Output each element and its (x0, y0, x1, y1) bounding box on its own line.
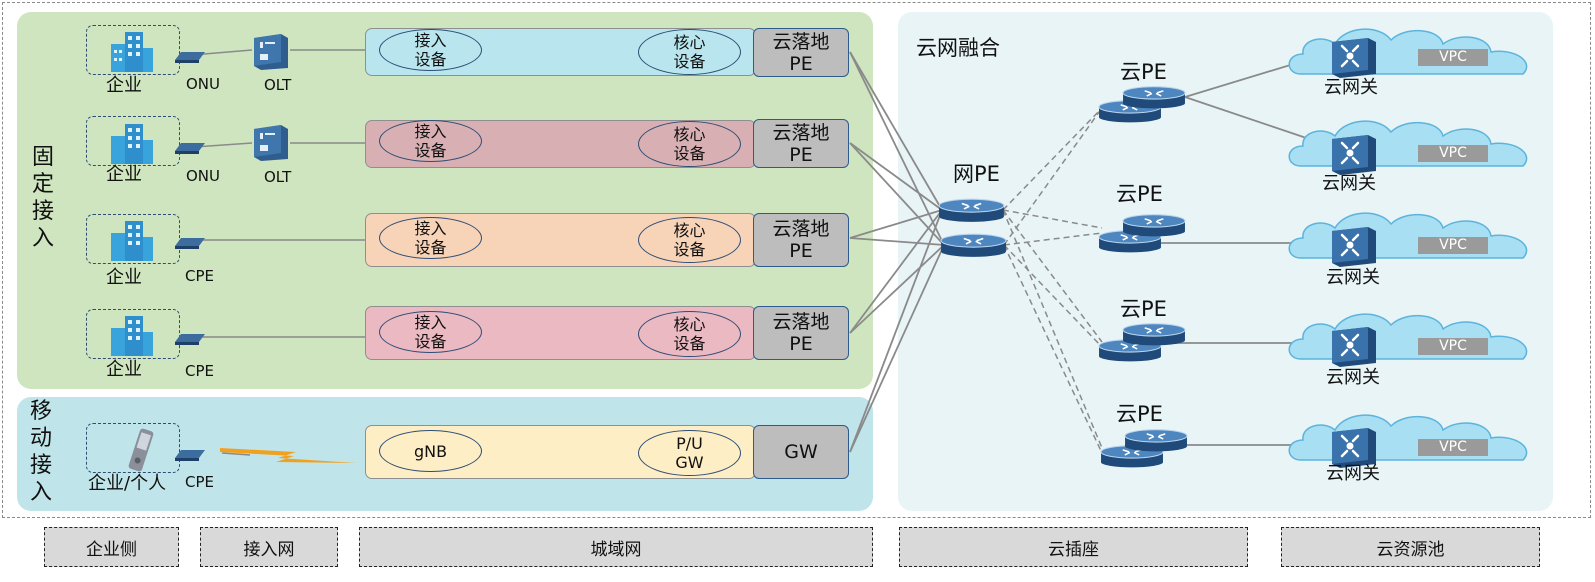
olt-label-2: OLT (264, 168, 292, 186)
gnb-oval: gNB (379, 430, 482, 472)
cloud-gateway-icon (1332, 135, 1376, 175)
olt-icon (254, 34, 288, 70)
router-icon (938, 198, 1005, 222)
building-icon (111, 32, 153, 72)
pu-gw-oval: P/U GW (638, 430, 741, 476)
gw-box: GW (753, 425, 849, 479)
core-device-oval: 核心 设备 (638, 217, 741, 263)
building-icon (111, 221, 153, 261)
enterprise-label-3: 企业 (106, 267, 142, 288)
mobile-access-label: 移动接入 (29, 399, 52, 505)
cloud-gateway-label: 云网关 (1326, 367, 1380, 388)
cpe-label-2: CPE (185, 362, 214, 380)
cloud-icon (1288, 313, 1528, 360)
enterprise-label-4: 企业 (106, 359, 142, 380)
fixed-access-label: 固定接入 (31, 145, 54, 251)
router-icon (1124, 429, 1188, 452)
cloud-gateway-icon (1332, 428, 1376, 468)
cpe-icon (175, 334, 205, 345)
vpc-box: VPC (1418, 338, 1488, 355)
cloud-landing-pe-box: 云落地 PE (753, 28, 849, 77)
access-device-oval: 接入 设备 (379, 311, 482, 353)
access-device-oval: 接入 设备 (379, 29, 482, 71)
cloud-icon (1288, 414, 1528, 461)
cloud-icon (1288, 120, 1528, 167)
core-device-oval: 核心 设备 (638, 29, 741, 75)
cloud-icon (1288, 212, 1528, 259)
cloud-gateway-icon (1332, 38, 1376, 78)
olt-icon (254, 125, 288, 161)
cloud-icon (1288, 28, 1528, 75)
legend-metro-network: 城域网 (359, 527, 873, 567)
router-icon (1122, 86, 1186, 109)
cpe-label-3: CPE (185, 473, 214, 491)
cloud-landing-pe-box: 云落地 PE (753, 119, 849, 168)
onu-label-1: ONU (186, 75, 221, 93)
cpe-icon (175, 450, 205, 461)
core-device-oval: 核心 设备 (638, 311, 741, 357)
cloud-landing-pe-box: 云落地 PE (753, 306, 849, 360)
legend-cloud-resource-pool: 云资源池 (1281, 527, 1540, 567)
phone-icon (128, 428, 154, 472)
cloud-landing-pe-box: 云落地 PE (753, 213, 849, 267)
router-icon (940, 233, 1007, 257)
vpc-box: VPC (1418, 49, 1488, 66)
cloud-pe-label-1: 云PE (1120, 60, 1167, 84)
legend-enterprise-side: 企业侧 (44, 527, 179, 567)
enterprise-personal-label: 企业/个人 (88, 473, 167, 494)
enterprise-box-2 (86, 116, 180, 166)
cloud-network-panel (898, 12, 1553, 511)
cloud-gateway-label: 云网关 (1326, 267, 1380, 288)
legend-cloud-socket: 云插座 (899, 527, 1248, 567)
vpc-box: VPC (1418, 439, 1488, 456)
onu-icon (175, 143, 205, 154)
access-device-oval: 接入 设备 (379, 120, 482, 162)
enterprise-label-1: 企业 (106, 75, 142, 96)
cloud-pe-label-4: 云PE (1116, 402, 1163, 426)
cloud-pe-label-2: 云PE (1116, 182, 1163, 206)
cpe-icon (175, 238, 205, 249)
cpe-label-1: CPE (185, 267, 214, 285)
onu-icon (175, 52, 205, 63)
vpc-box: VPC (1418, 237, 1488, 254)
wireless-signal-icon (220, 448, 356, 463)
enterprise-box-3 (86, 214, 180, 264)
router-icon (1122, 323, 1186, 346)
onu-label-2: ONU (186, 167, 221, 185)
enterprise-box-4 (86, 309, 180, 359)
enterprise-box-5 (86, 423, 180, 473)
enterprise-label-2: 企业 (106, 164, 142, 185)
diagram-border (2, 2, 1591, 518)
vpc-box: VPC (1418, 145, 1488, 162)
building-icon (111, 316, 153, 356)
cloud-gateway-icon (1332, 327, 1376, 367)
olt-label-1: OLT (264, 76, 292, 94)
net-pe-label: 网PE (953, 162, 1000, 186)
router-icon (1122, 214, 1186, 237)
cloud-gateway-label: 云网关 (1326, 463, 1380, 484)
legend-access-network: 接入网 (200, 527, 338, 567)
cloud-network-title: 云网融合 (916, 36, 1000, 60)
cloud-gateway-label: 云网关 (1322, 173, 1376, 194)
cloud-gateway-label: 云网关 (1324, 77, 1378, 98)
building-icon (111, 124, 153, 164)
core-device-oval: 核心 设备 (638, 121, 741, 167)
access-device-oval: 接入 设备 (379, 217, 482, 259)
enterprise-box-1 (86, 25, 180, 75)
cloud-pe-label-3: 云PE (1120, 297, 1167, 321)
cloud-gateway-icon (1332, 227, 1376, 267)
